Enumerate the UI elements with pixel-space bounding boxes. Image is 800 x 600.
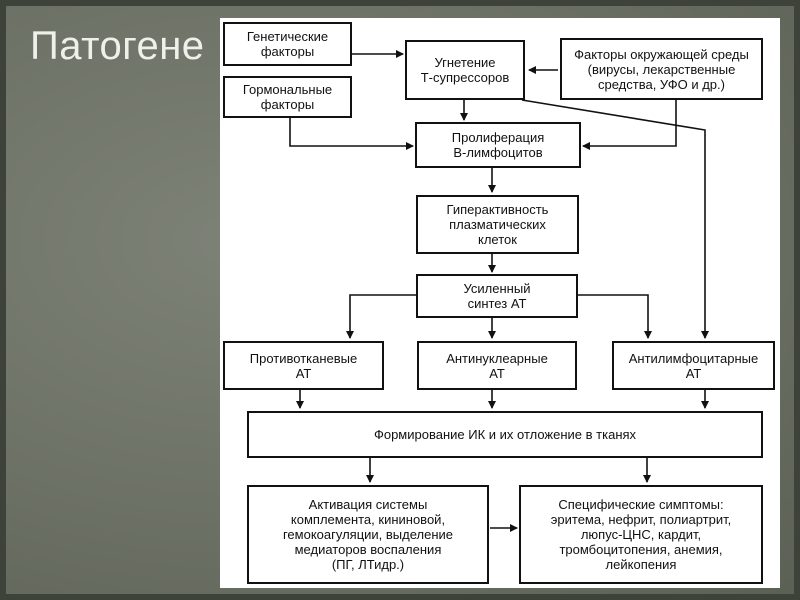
box-specific-symptoms: Специфические симптомы: эритема, нефрит,… <box>519 485 763 584</box>
connector-arrows <box>289 50 709 532</box>
box-antibody-synthesis: Усиленный синтез АТ <box>416 274 578 318</box>
box-genetic-factors: Генетические факторы <box>223 22 352 66</box>
box-t-suppressor-inhibition: Угнетение Т-супрессоров <box>405 40 525 100</box>
box-b-lymphocyte-proliferation: Пролиферация В-лимфоцитов <box>415 122 581 168</box>
arrow-synthesis-to-antilymph <box>578 294 652 339</box>
slide-title: Патогене <box>30 24 205 68</box>
box-plasma-cell-hyperactivity: Гиперактивность плазматических клеток <box>416 195 579 254</box>
pathogenesis-diagram: Генетические факторы Гормональные фактор… <box>220 18 780 588</box>
box-immune-complex-formation: Формирование ИК и их отложение в тканях <box>247 411 763 458</box>
arrow-environment-to-proliferation <box>582 100 677 150</box>
box-antinuclear-antibodies: Антинуклеарные АТ <box>417 341 577 390</box>
box-complement-activation: Активация системы комплемента, кининовой… <box>247 485 489 584</box>
box-antilymphocyte-antibodies: Антилимфоцитарные АТ <box>612 341 775 390</box>
box-antitissue-antibodies: Противотканевые АТ <box>223 341 384 390</box>
box-hormonal-factors: Гормональные факторы <box>223 76 352 118</box>
arrow-hormonal-to-proliferation <box>289 118 414 150</box>
arrow-suppression-to-antilymph <box>521 99 709 339</box>
box-environmental-factors: Факторы окружающей среды (вирусы, лекарс… <box>560 38 763 100</box>
arrow-synthesis-to-antitissue <box>346 294 416 339</box>
